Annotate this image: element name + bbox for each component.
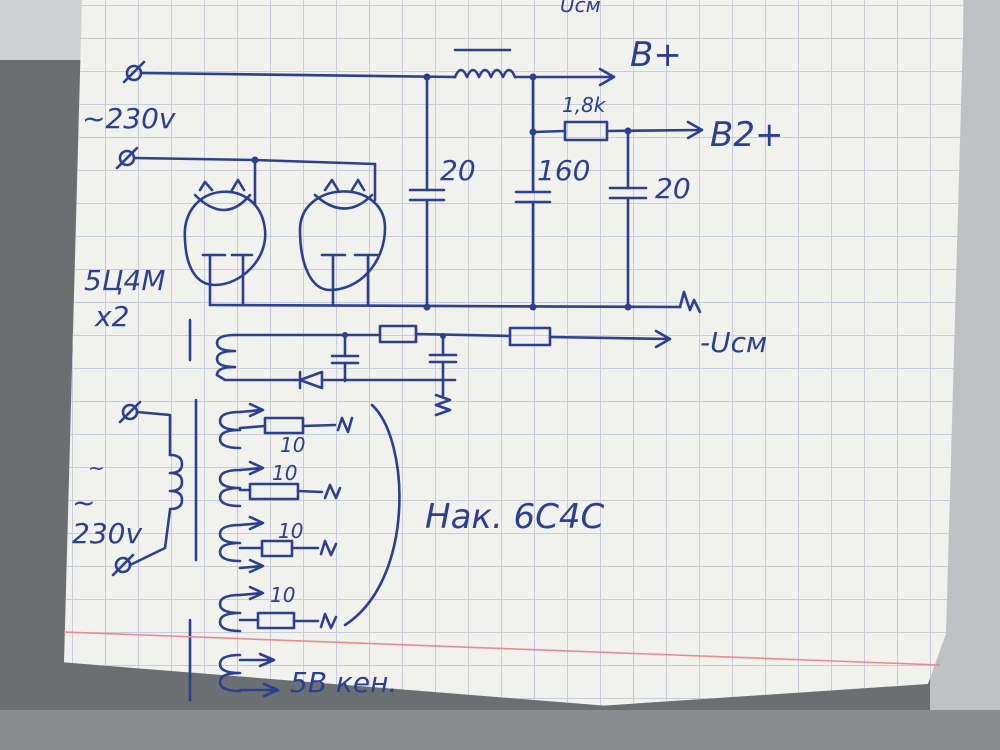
resistor-1-8k: [563, 120, 609, 142]
b2-plus-wire: [605, 120, 704, 140]
c2-value: 160: [537, 154, 590, 187]
b-plus-label: B+: [630, 35, 682, 75]
resistor-1-8k-value: 1,8k: [562, 93, 607, 117]
secondary-mains-tilde: ~: [88, 456, 105, 480]
capacitor-c3: [608, 127, 648, 311]
filament-r4-value: 10: [270, 583, 295, 607]
heater-label: Нак. 6С4С: [425, 497, 605, 537]
tube-count-label: x2: [94, 300, 129, 333]
margin-line: [63, 631, 941, 666]
header-fragment: Ucм: [560, 0, 601, 17]
rectifier-tube-2: [298, 178, 387, 307]
ground-rail: [208, 303, 682, 309]
secondary-mains-terminal-top: [118, 400, 172, 457]
bias-resistor-2: [508, 326, 552, 347]
capacitor-c1: [408, 73, 446, 311]
bias-resistor-1: [378, 324, 418, 344]
bias-capacitor-2: [428, 333, 458, 417]
filament-row-1: [238, 402, 354, 435]
background-bottom: [0, 710, 1000, 750]
rectifier-tube-1: [183, 178, 267, 307]
filament-row-3: [238, 515, 338, 574]
bias-out-label: -Ucм: [700, 326, 767, 359]
bias-winding: [215, 333, 382, 382]
filament-row-2: [238, 460, 342, 501]
bias-out-wire: [548, 329, 672, 349]
bias-diode: [293, 370, 457, 390]
secondary-mains-terminal-bottom: [111, 508, 172, 577]
filament-row-4: [238, 585, 338, 630]
bias-capacitor-1: [330, 332, 360, 383]
kenotron-filament-row: [238, 652, 280, 698]
c3-value: 20: [655, 172, 691, 205]
filament-r2-value: 10: [272, 461, 297, 485]
capacitor-c2: [514, 73, 552, 311]
secondary-mains-label: ~230v: [72, 486, 142, 550]
filament-r1-value: 10: [280, 433, 305, 457]
b2-plus-label: B2+: [710, 115, 783, 155]
heater-bracket: [343, 403, 401, 627]
tube-type-label: 5Ц4М: [84, 264, 166, 297]
filament-r3-value: 10: [278, 519, 303, 543]
kenotron-label: 5В кен.: [290, 666, 397, 699]
graph-paper: [64, 0, 964, 706]
c1-value: 20: [440, 154, 476, 187]
choke: [453, 68, 517, 79]
filament-windings: [218, 410, 242, 693]
transformer-core: [188, 318, 198, 702]
ground-symbol-right: [678, 290, 702, 314]
mains-label: ~230v: [82, 102, 176, 135]
primary-winding: [168, 453, 184, 511]
top-rail-wire: [139, 71, 457, 79]
